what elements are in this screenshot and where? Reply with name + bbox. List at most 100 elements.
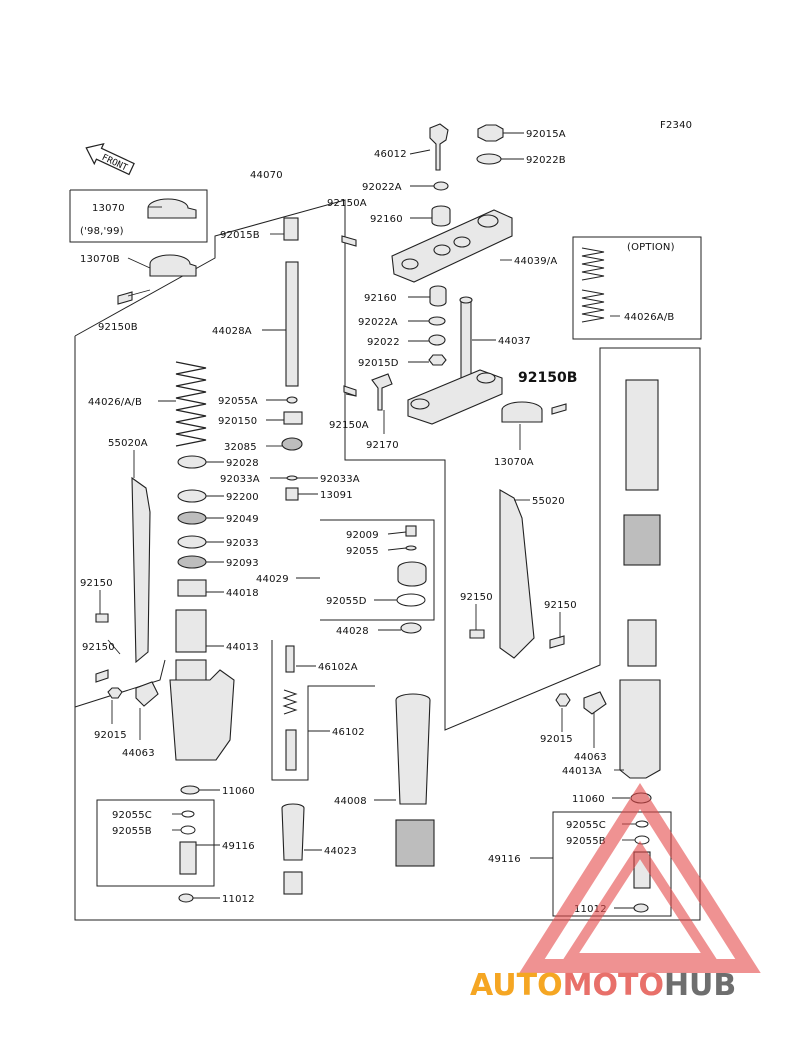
svg-text:AUTOMOTOHUB: AUTOMOTOHUB [470,968,736,1003]
label-49116-left: 49116 [222,841,255,852]
nut-92015A [477,124,504,142]
label-92093: 92093 [226,558,259,569]
part-11012-left [178,893,194,903]
valve-44029 [397,561,427,587]
label-49116-right: 49116 [488,854,521,865]
tube-right-lower [623,514,661,566]
label-92033A-left: 92033A [220,474,260,485]
leader-lines [99,132,636,909]
steering-stem-group [341,123,567,425]
label-46102A: 46102A [318,662,358,673]
label-13070: 13070 [92,203,125,214]
label-44023: 44023 [324,846,357,857]
spring-44026-left [175,361,207,447]
ring-92055A [286,396,298,404]
fork-inner-tube-left [169,609,235,761]
oring-92055D [396,593,426,607]
frame-13070-box [69,189,208,243]
label-92033A-right: 92033A [320,474,360,485]
ring-11060-left [180,785,200,795]
ring-92033 [177,535,207,549]
nut-92015D [428,354,447,366]
label-92015D: 92015D [358,358,399,369]
label-92160-mid: 92160 [364,293,397,304]
label-11060-left: 11060 [222,786,255,797]
collar-92160-top [431,205,451,227]
label-92015A: 92015A [526,129,566,140]
label-92055D: 92055D [326,596,367,607]
frame-left-main [74,199,701,921]
part-13091 [285,487,299,501]
fork-outer-right [619,379,661,779]
label-32085: 32085 [224,442,257,453]
label-92150-r2: 92150 [544,600,577,611]
label-11012-left: 11012 [222,894,255,905]
label-11060-right: 11060 [572,794,605,805]
guard-55020 [499,489,535,659]
upper-clamp-44039 [391,209,513,283]
spring-44026AB-option [581,247,605,323]
outer-tube-44008 [395,693,435,867]
part-44023 [281,803,305,861]
part-920150 [283,411,303,425]
label-92150-l2: 92150 [82,642,115,653]
label-92055B-right: 92055B [566,836,606,847]
part-labels: 92015A 46012 92022B 92022A 92150A 92160 … [80,129,675,915]
frame-lines [69,189,702,921]
frame-49116-left-box [96,799,215,887]
label-44018: 44018 [226,588,259,599]
label-92055: 92055 [346,546,379,557]
label-92049: 92049 [226,514,259,525]
label-13091: 13091 [320,490,353,501]
label-44037: 44037 [498,336,531,347]
watermark-part1: AUTO [470,968,563,1003]
label-92055C-left: 92055C [112,810,152,821]
label-46102: 46102 [332,727,365,738]
watermark-part3: HUB [664,968,736,1003]
collar-92160-mid [429,285,447,307]
label-92009: 92009 [346,530,379,541]
washer-92022A-mid [428,316,446,326]
washer-92022 [428,334,446,346]
label-92015-right: 92015 [540,734,573,745]
label-92015-left: 92015 [94,730,127,741]
label-92160-top: 92160 [370,214,403,225]
label-92022A-top: 92022A [362,182,402,193]
seal-stack-left [177,455,207,597]
tube-44013-top [175,609,207,653]
option-label: (OPTION) [627,242,675,253]
axle-bracket-left [169,669,235,761]
group-44029 [396,525,427,634]
ring-92033A [286,475,298,481]
frame-option-box [572,236,702,340]
label-44039A: 44039/A [514,256,557,267]
label-44070: 44070 [250,170,283,181]
label-92055C-right: 92055C [566,820,606,831]
label-92015B: 92015B [220,230,260,241]
washer-92022B [476,153,502,165]
cap-92015B [283,217,299,241]
label-55020: 55020 [532,496,565,507]
frame-49116-right-box [552,811,672,917]
label-92022B: 92022B [526,155,566,166]
label-44013: 44013 [226,642,259,653]
part-32085 [281,437,303,451]
valve-49116-left [179,841,197,875]
bushing-44018 [177,579,207,597]
label-920150: 920150 [218,416,257,427]
part-92093 [177,555,207,569]
fork-internals-left [281,217,303,501]
bushing-92028 [177,455,207,469]
tube-44013A [619,679,661,779]
frame-46102-box [271,640,375,781]
tube-44008-lower [395,819,435,867]
label-92150A-top: 92150A [327,198,367,209]
nut-92015-left [107,687,123,699]
label-92150-r1: 92150 [460,592,493,603]
frame-left-side [74,659,166,708]
clamp-13070B [149,254,197,277]
label-92028: 92028 [226,458,259,469]
bolt-92150-r2 [549,635,565,649]
guard-55020A [131,476,151,664]
